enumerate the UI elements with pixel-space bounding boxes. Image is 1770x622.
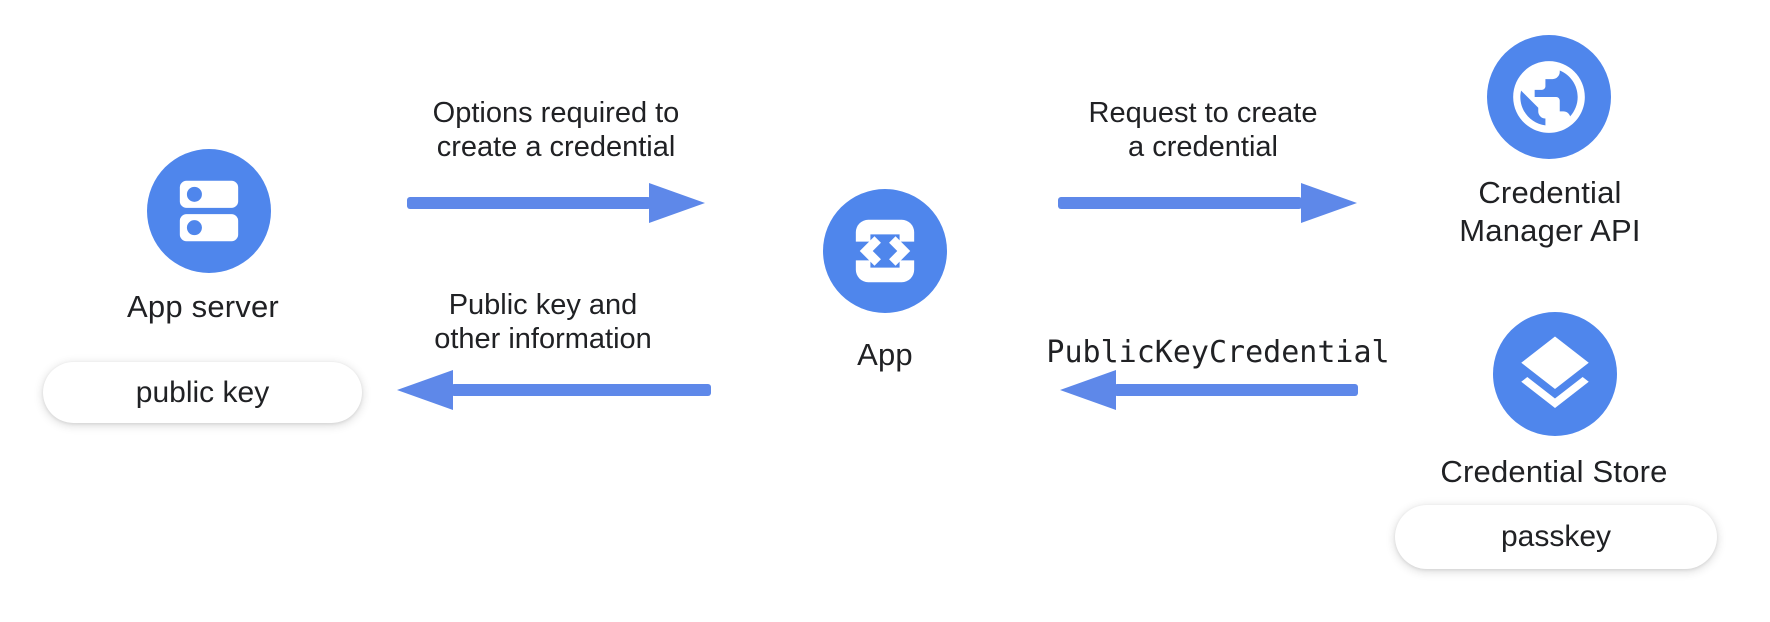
caption-line: Request to create [1088, 97, 1318, 129]
label-line: Credential [1478, 175, 1622, 210]
credential-store-node [1493, 312, 1617, 436]
app-server-label: App server [127, 289, 279, 324]
passkey-badge: passkey [1395, 505, 1717, 569]
request-arrowhead-icon [1301, 183, 1357, 223]
credential-store-label: Credential Store [1440, 454, 1668, 489]
caption-line: create a credential [436, 131, 676, 163]
request-arrow-caption: Request to create a credential [1013, 96, 1393, 164]
app-label: App [857, 337, 913, 372]
options-arrow-caption: Options required to create a credential [366, 96, 746, 164]
credential-manager-api-label: Credential Manager API [1400, 174, 1700, 250]
options-arrowhead-icon [649, 183, 705, 223]
public-key-credential-arrow-left [1114, 384, 1358, 396]
app-server-node [147, 149, 271, 273]
public-key-return-arrow-left [451, 384, 711, 396]
label-line: Manager API [1459, 213, 1641, 248]
public-key-return-arrowhead-icon [397, 370, 453, 410]
caption-line: other information [434, 323, 652, 355]
layers-icon [1510, 329, 1600, 419]
globe-icon [1506, 54, 1592, 140]
server-icon [159, 161, 259, 261]
public-key-badge: public key [43, 362, 362, 423]
options-arrow-right [407, 197, 651, 209]
caption-line: Public key and [448, 289, 638, 321]
public-key-credential-arrowhead-icon [1060, 370, 1116, 410]
public-key-credential-caption: PublicKeyCredential [1046, 335, 1390, 370]
phone-code-icon [835, 201, 935, 301]
public-key-return-caption: Public key and other information [353, 288, 733, 356]
credential-manager-api-node [1487, 35, 1611, 159]
app-node [823, 189, 947, 313]
caption-line: Options required to [432, 97, 680, 129]
request-arrow-right [1058, 197, 1302, 209]
caption-line: a credential [1128, 131, 1278, 163]
